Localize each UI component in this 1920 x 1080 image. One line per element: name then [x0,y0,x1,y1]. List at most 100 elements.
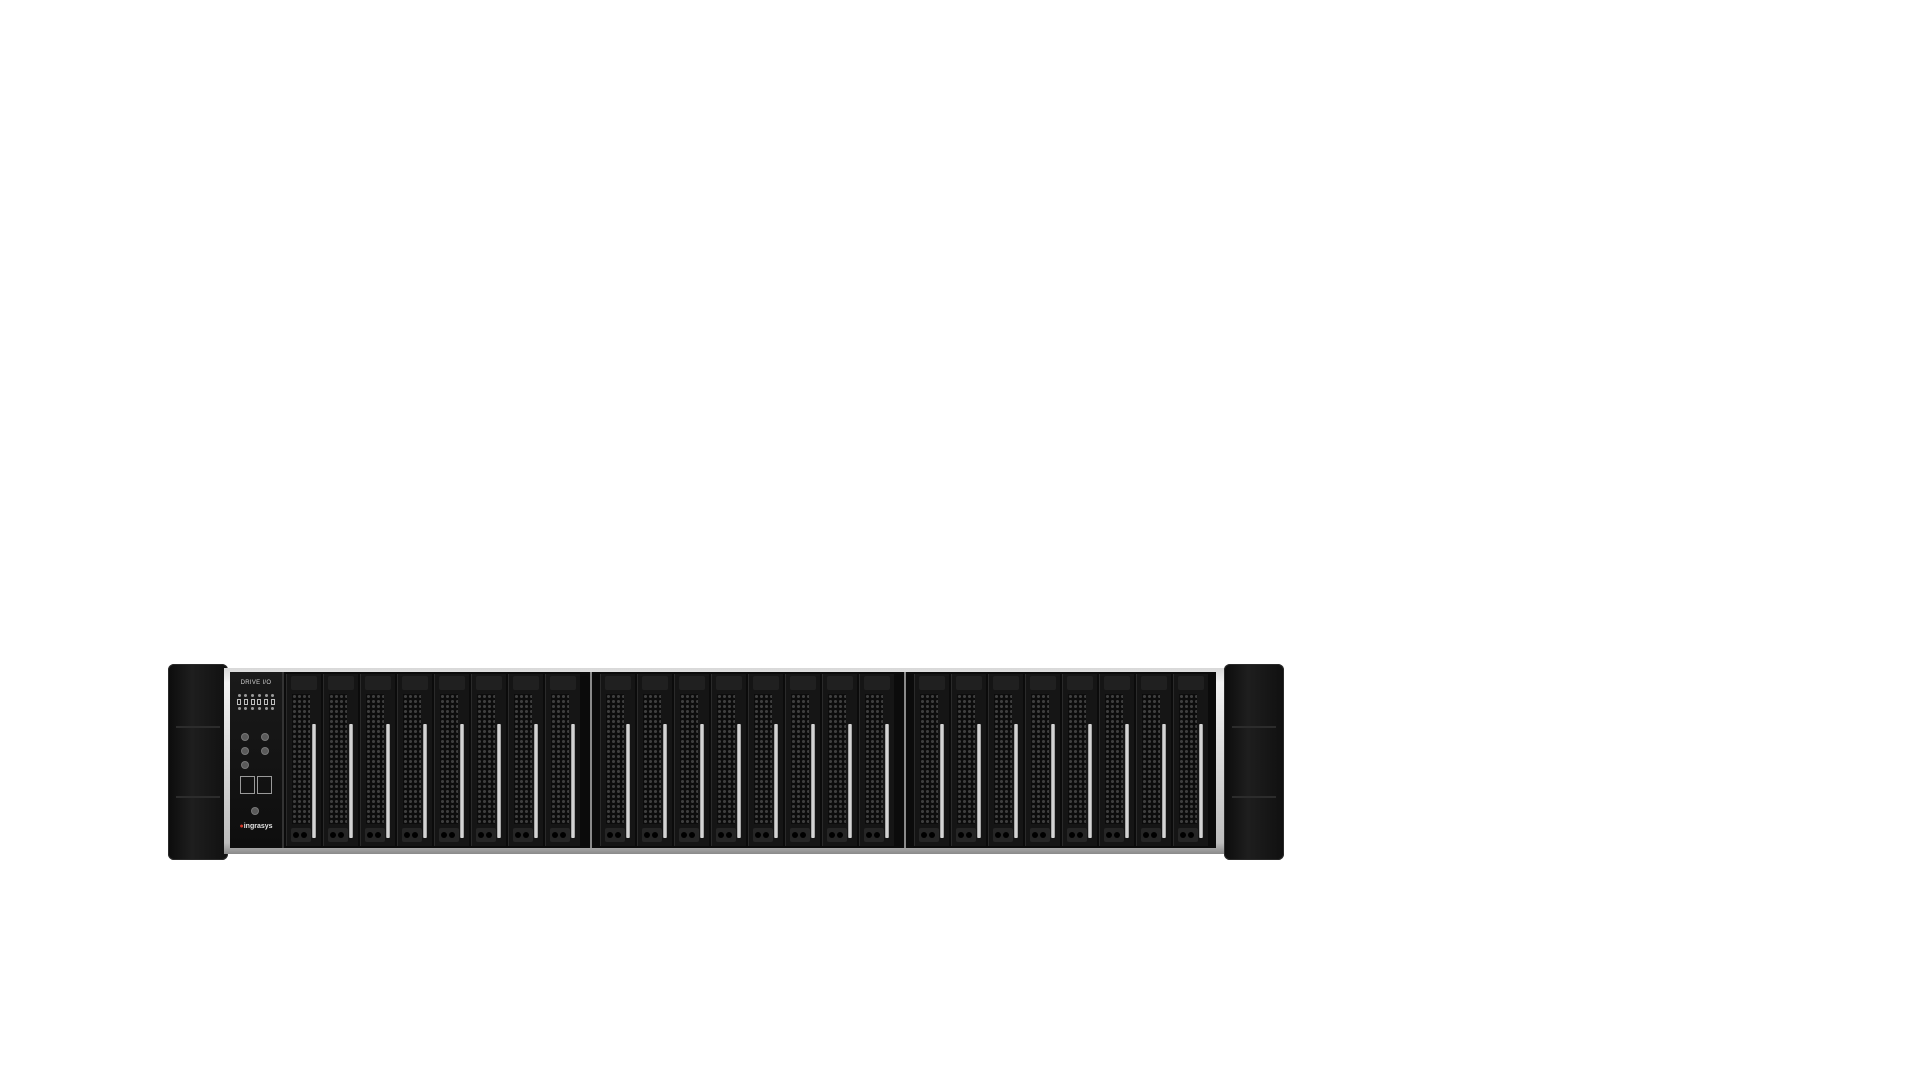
drive-tray-top [679,676,705,690]
drive-led-hole [718,832,724,838]
drive-led-hole [1069,832,1075,838]
drive-tray-mesh [440,694,458,824]
drive-led-hole [652,832,658,838]
right-rack-ear [1224,664,1284,860]
drive-bay[interactable] [748,674,783,846]
drive-tray-top [365,676,391,690]
drive-tray-mesh [791,694,809,824]
activity-led [251,694,255,697]
drive-tray-mesh [994,694,1012,824]
drive-led-column [270,694,275,710]
drive-led-hole [449,832,455,838]
drive-release-latch[interactable] [423,724,427,838]
drive-led-hole [755,832,761,838]
status-led-box [250,699,255,705]
drive-led-column [257,694,262,710]
drive-bay[interactable] [471,674,506,846]
drive-tray-top [956,676,982,690]
drive-led-column [250,694,255,710]
drive-release-latch[interactable] [1088,724,1092,838]
drive-bay[interactable] [1173,674,1208,846]
drive-bay[interactable] [286,674,321,846]
drive-release-latch[interactable] [1199,724,1203,838]
drive-bay[interactable] [822,674,857,846]
drive-tray-mesh [680,694,698,824]
activity-led [244,694,248,697]
drive-bay[interactable] [1136,674,1171,846]
drive-tray-top [753,676,779,690]
drive-bay[interactable] [397,674,432,846]
drive-bay[interactable] [600,674,635,846]
drive-release-latch[interactable] [885,724,889,838]
drive-release-latch[interactable] [1125,724,1129,838]
drive-led-hole [995,832,1001,838]
drive-bay[interactable] [674,674,709,846]
drive-tray-top [716,676,742,690]
drive-release-latch[interactable] [977,724,981,838]
id-button[interactable] [262,748,268,754]
drive-release-latch[interactable] [848,724,852,838]
drive-release-latch[interactable] [940,724,944,838]
drive-bay[interactable] [951,674,986,846]
drive-tray-mesh [920,694,938,824]
drive-led-hole [615,832,621,838]
drive-led-hole [726,832,732,838]
drive-bay[interactable] [711,674,746,846]
drive-release-latch[interactable] [497,724,501,838]
status-led-box [243,699,248,705]
drive-bay[interactable] [988,674,1023,846]
drive-bay[interactable] [1099,674,1134,846]
drive-release-latch[interactable] [700,724,704,838]
drive-bay[interactable] [914,674,949,846]
drive-bay[interactable] [785,674,820,846]
drive-tray-top [1030,676,1056,690]
status-led-box [237,699,241,705]
drive-bay[interactable] [434,674,469,846]
drive-bay[interactable] [508,674,543,846]
drive-led-hole [1143,832,1149,838]
drive-led-hole [338,832,344,838]
drive-release-latch[interactable] [626,724,630,838]
fault-led [251,707,255,710]
drive-tray-top [550,676,576,690]
drive-release-latch[interactable] [1014,724,1018,838]
drive-led-column [243,694,248,710]
drive-tray-mesh [292,694,310,824]
reset-button[interactable] [242,748,248,754]
drive-release-latch[interactable] [460,724,464,838]
drive-bay[interactable] [637,674,672,846]
nmi-button[interactable] [242,762,248,768]
drive-led-hole [523,832,529,838]
drive-bay[interactable] [545,674,580,846]
drive-led-hole [301,832,307,838]
drive-led-hole [607,832,613,838]
power-button[interactable] [242,734,248,740]
drive-bay[interactable] [360,674,395,846]
drive-bay-array [284,672,1216,848]
drive-tray-mesh [403,694,421,824]
drive-led-column [237,694,241,710]
drive-release-latch[interactable] [1162,724,1166,838]
drive-tray-top [605,676,631,690]
usb-port[interactable] [240,776,255,794]
drive-release-latch[interactable] [571,724,575,838]
drive-tray-top [790,676,816,690]
drive-bay[interactable] [1025,674,1060,846]
drive-led-hole [552,832,558,838]
drive-bay[interactable] [859,674,894,846]
drive-release-latch[interactable] [663,724,667,838]
drive-release-latch[interactable] [774,724,778,838]
drive-led-hole [1032,832,1038,838]
drive-release-latch[interactable] [349,724,353,838]
drive-release-latch[interactable] [534,724,538,838]
drive-release-latch[interactable] [737,724,741,838]
drive-release-latch[interactable] [312,724,316,838]
drive-bay[interactable] [1062,674,1097,846]
drive-release-latch[interactable] [1051,724,1055,838]
drive-led-hole [929,832,935,838]
drive-bay[interactable] [323,674,358,846]
usb-port[interactable] [257,776,272,794]
drive-release-latch[interactable] [386,724,390,838]
drive-release-latch[interactable] [811,724,815,838]
drive-tray-mesh [366,694,384,824]
